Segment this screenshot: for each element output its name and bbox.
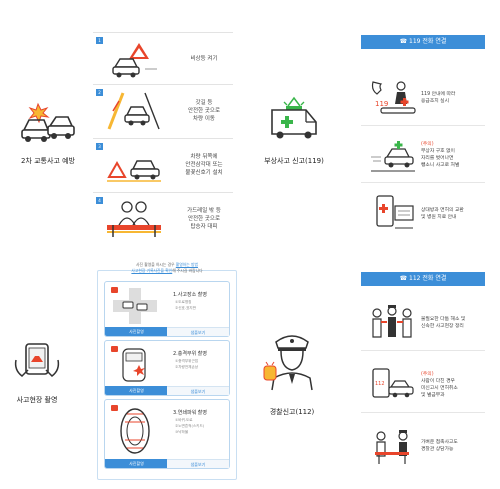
guardrail-people-icon [105, 199, 163, 239]
call-112-row-penalty: 112 (주의) 사람이 다친 경우 미신고시 면허취소 및 벌금부과 [361, 357, 485, 413]
phone-car-icon: 112 [367, 363, 417, 407]
step-number: 4 [96, 197, 103, 204]
svg-text:112: 112 [375, 381, 385, 387]
call-112-row-text: (주의) 사람이 다친 경우 미신고시 면허취소 및 벌금부과 [421, 357, 485, 413]
camera-icon [111, 405, 118, 411]
take-photo-button[interactable]: 사진촬영 [105, 386, 168, 395]
hint-text: 사진 촬영을 하시는 경우 [136, 262, 176, 267]
call-119-header-text: 119 전화 연결 [409, 38, 447, 45]
view-sample-button[interactable]: 샘플보기 [167, 386, 229, 395]
officer-mediating-icon [367, 301, 417, 345]
step-warning-triangle: 3 차량 뒤쪽에 안전삼각대 또는 불꽃신호기 설치 [93, 138, 233, 190]
photo-guide-panel [97, 270, 237, 480]
call-112-row-consult: 가벼운 접촉사고도 경찰관 상담가능 [361, 418, 485, 474]
step-number: 3 [96, 143, 103, 150]
text-line: 불필요한 다툼 해소 및 [421, 317, 466, 322]
hazard-car-icon [105, 39, 163, 79]
step-text: 가드레일 밖 등 안전한 곳으로 탑승자 대피 [187, 208, 221, 230]
photo-card-impact: 2.충격부위 촬영 ①충격부위근접 ②차량전체손상 사진촬영 샘플보기 [104, 340, 230, 396]
crash-icon [20, 100, 75, 145]
svg-text:119: 119 [375, 100, 388, 108]
step-text: 비상등 켜기 [190, 56, 218, 62]
call-112-row-text: 불필요한 다툼 해소 및 신속한 사고현장 정리 [421, 295, 485, 351]
text-line: 119 안내에 따라 [421, 92, 456, 97]
warning-label: (주의) [421, 372, 434, 377]
text-line: 및 병원 치료 안내 [421, 215, 457, 220]
hit-and-run-icon [367, 133, 417, 177]
section-injury-report-label: 부상사고 신고(119) [264, 157, 324, 165]
photo-card-note: ③낙하물 [175, 430, 189, 434]
call-112-header-text: 112 전화 연결 [409, 275, 447, 282]
phone-hospital-icon [367, 192, 417, 236]
step-hazard-lights: 1 비상등 켜기 [93, 32, 233, 84]
photo-card-note: ②신호.표지판 [175, 306, 196, 310]
call-119-row-text: (주의) 부상자 구호 없이 자리를 벗어나면 뺑소니 사고로 처벌 [421, 127, 485, 183]
text-line: 및 벌금부과 [421, 393, 445, 398]
phone-icon: ☎ [399, 275, 408, 282]
call-112-row-quick-cleanup: 불필요한 다툼 해소 및 신속한 사고현장 정리 [361, 295, 485, 351]
call-119-row-text: 119 안내에 따라 응급조치 실시 [421, 70, 485, 126]
hint-text: 해 주시길 바랍니다 [172, 268, 203, 273]
photo-card-title: 1.사고장소 촬영 [173, 292, 207, 298]
call-119-row-hospital: 상대방과 면허의 교환 및 병원 치료 안내 [361, 186, 485, 242]
police-officer-icon [262, 330, 322, 392]
photo-card-location: 1.사고장소 촬영 ①도로명칭 ②신호.표지판 사진촬영 샘플보기 [104, 281, 230, 337]
phone-icon: ☎ [399, 38, 408, 45]
step-number: 1 [96, 37, 103, 44]
phone-photo-icon [12, 340, 62, 385]
call-119-row-first-aid: 119 119 안내에 따라 응급조치 실시 [361, 70, 485, 126]
photo-method-link[interactable]: 촬영하는 방법 [175, 262, 198, 267]
photo-card-tire: 3.연쇄파워 촬영 ①바퀴.도로 ②노면흔적(스키드) ③낙하물 사진촬영 샘플… [104, 399, 230, 469]
text-line: 상대방과 면허의 교환 [421, 208, 464, 213]
road-shoulder-icon [105, 91, 163, 131]
photo-card-note: ①충격부위근접 [175, 359, 199, 363]
call-119-row-hit-and-run: (주의) 부상자 구호 없이 자리를 벗어나면 뺑소니 사고로 처벌 [361, 127, 485, 183]
text-line: 부상자 구호 없이 [421, 149, 455, 154]
take-photo-button[interactable]: 사진촬영 [105, 327, 168, 336]
call-119-row-text: 상대방과 면허의 교환 및 병원 치료 안내 [421, 186, 485, 242]
section-police-report-label: 경찰신고(112) [269, 408, 315, 416]
view-sample-button[interactable]: 샘플보기 [167, 459, 229, 468]
take-photo-button[interactable]: 사진촬영 [105, 459, 168, 468]
text-line: 경찰관 상담가능 [421, 447, 454, 452]
call-112-header[interactable]: ☎ 112 전화 연결 [361, 272, 485, 286]
camera-icon [111, 346, 118, 352]
text-line: 자리를 벗어나면 [421, 156, 454, 161]
photo-card-note: ①도로명칭 [175, 300, 192, 304]
step-text: 차량 뒤쪽에 안전삼각대 또는 불꽃신호기 설치 [185, 154, 223, 176]
photo-card-note: ②차량전체손상 [175, 365, 199, 369]
photo-card-title: 3.연쇄파워 촬영 [173, 410, 207, 416]
police-consult-icon [367, 424, 417, 468]
warning-label: (주의) [421, 142, 434, 147]
section-scene-photo-label: 사고현장 촬영 [16, 396, 58, 404]
photo-card-note: ②노면흔적(스키드) [175, 424, 205, 428]
photo-guide-hint-1: 사진 촬영을 하시는 경우 촬영하는 방법 [104, 262, 230, 268]
step-evacuate-passengers: 4 가드레일 밖 등 안전한 곳으로 탑승자 대피 [93, 192, 233, 244]
call-119-header[interactable]: ☎ 119 전화 연결 [361, 35, 485, 49]
warning-triangle-icon [105, 145, 163, 185]
photo-guide-hint-2: 사고현장 기록사진을 확인해 주시길 바랍니다 [104, 268, 230, 274]
step-text: 갓길 등 안전한 곳으로 차량 이동 [187, 100, 221, 122]
text-line: 사람이 다친 경우 [421, 379, 455, 384]
photo-card-note: ①바퀴.도로 [175, 418, 193, 422]
photo-card-title: 2.충격부위 촬영 [173, 351, 207, 357]
section-secondary-accident-label: 2차 교통사고 예방 [21, 157, 75, 165]
intersection-icon [113, 288, 157, 324]
step-number: 2 [96, 89, 103, 96]
call-112-row-text: 가벼운 접촉사고도 경찰관 상담가능 [421, 418, 485, 474]
step-move-to-shoulder: 2 갓길 등 안전한 곳으로 차량 이동 [93, 84, 233, 136]
cpr-icon: 119 [367, 76, 417, 120]
impact-area-icon [113, 347, 157, 383]
text-line: 응급조치 실시 [421, 99, 450, 104]
tire-icon [113, 406, 157, 456]
text-line: 미신고시 면허취소 [421, 386, 458, 391]
view-sample-button[interactable]: 샘플보기 [167, 327, 229, 336]
scene-record-link[interactable]: 사고현장 기록사진을 확인 [131, 268, 173, 273]
text-line: 신속한 사고현장 정리 [421, 324, 464, 329]
text-line: 가벼운 접촉사고도 [421, 440, 458, 445]
camera-icon [111, 287, 118, 293]
text-line: 뺑소니 사고로 처벌 [421, 163, 460, 168]
ambulance-icon [268, 96, 320, 142]
